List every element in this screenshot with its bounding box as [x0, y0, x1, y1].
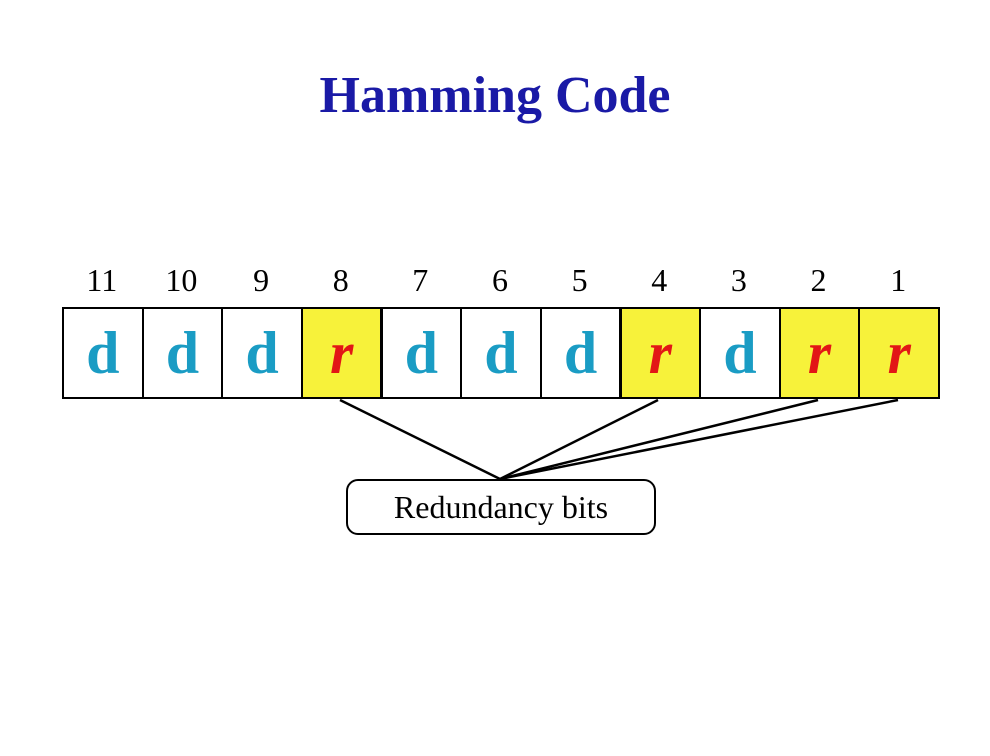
position-label: 3 — [730, 262, 747, 298]
connector-line — [339, 398, 501, 481]
position-label: 1 — [890, 262, 907, 298]
data-bit-cell: d — [460, 307, 542, 399]
data-bit-cell: d — [141, 307, 224, 399]
diagram-title: Hamming Code — [319, 67, 671, 124]
position-label: 5 — [571, 262, 588, 298]
redundancy-bit-cell: r — [858, 307, 940, 399]
data-bit-cell: d — [221, 307, 303, 399]
data-bit-cell: d — [62, 307, 144, 399]
position-label: 2 — [810, 262, 827, 298]
connector-line — [499, 398, 899, 481]
connector-line — [499, 398, 819, 481]
position-label: 10 — [165, 262, 198, 298]
connector-line — [499, 398, 659, 481]
position-label: 8 — [332, 262, 349, 298]
position-label: 11 — [86, 262, 118, 298]
data-bit-cell: d — [380, 307, 463, 399]
redundancy-bits-callout: Redundancy bits — [346, 479, 656, 535]
redundancy-bit-cell: r — [778, 307, 861, 399]
bit-position-labels: 11 10 9 8 7 6 5 4 3 2 1 — [62, 262, 938, 302]
position-label: 4 — [651, 262, 668, 298]
position-label: 6 — [491, 262, 508, 298]
bit-row: d d d r d d d r d r r — [62, 307, 940, 399]
position-label: 9 — [253, 262, 270, 298]
position-label: 7 — [412, 262, 429, 298]
redundancy-bit-cell: r — [619, 307, 702, 399]
